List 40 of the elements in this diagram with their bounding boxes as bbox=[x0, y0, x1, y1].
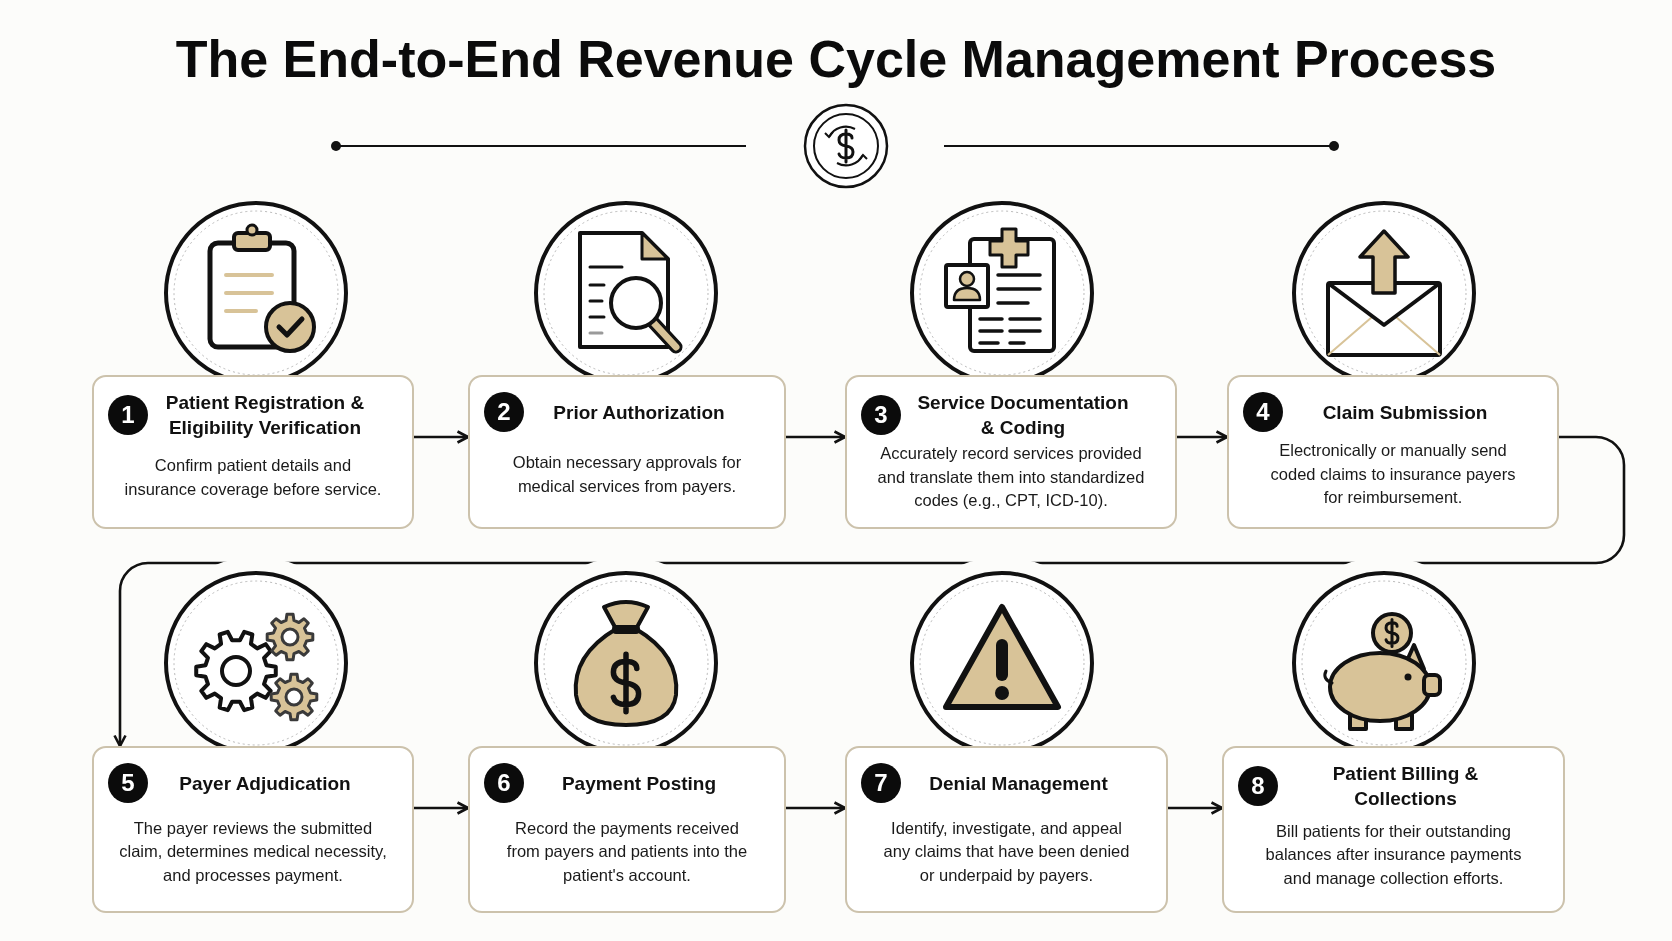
step-description: The payer reviews the submitted claim, determines medical necessity, and processes payment. bbox=[118, 817, 388, 886]
step-card bbox=[92, 375, 414, 529]
step-description: Accurately record services provided and translate them into standardized codes (e.g., CPT, ICD-10). bbox=[876, 443, 1146, 512]
step-number: 2 bbox=[484, 392, 524, 432]
step-description: Identify, investigate, and appeal any claims that have been denied or underpaid by payers. bbox=[882, 817, 1131, 886]
step-title: Patient Billing & Collections bbox=[1331, 762, 1480, 811]
arrow bbox=[414, 430, 470, 444]
step-card bbox=[845, 375, 1177, 529]
step-card bbox=[1227, 375, 1559, 529]
step-description: Bill patients for their outstanding balances after insurance payments and manage collection efforts. bbox=[1264, 820, 1523, 889]
arrow bbox=[113, 435, 1626, 748]
step-number: 8 bbox=[1238, 766, 1278, 806]
step-number: 6 bbox=[484, 763, 524, 803]
step-description: Electronically or manually send coded claims to insurance payers for reimbursement. bbox=[1269, 440, 1517, 509]
diagram-title: The End-to-End Revenue Cycle Management Process bbox=[175, 30, 1497, 90]
step-title: Payer Adjudication bbox=[178, 771, 352, 796]
arrow bbox=[786, 801, 847, 815]
step-title: Claim Submission bbox=[1321, 400, 1489, 425]
step-description: Confirm patient details and insurance coverage before service. bbox=[123, 455, 383, 500]
arrow bbox=[414, 801, 470, 815]
arrow bbox=[786, 430, 847, 444]
step-number: 1 bbox=[108, 395, 148, 435]
arrow bbox=[1177, 430, 1229, 444]
step-description: Record the payments received from payers and patients into the patient's account. bbox=[506, 817, 748, 886]
step-number: 5 bbox=[108, 763, 148, 803]
step-title: Payment Posting bbox=[560, 771, 718, 796]
step-card bbox=[845, 746, 1168, 913]
step-title: Prior Authorization bbox=[552, 400, 726, 425]
step-card bbox=[1222, 746, 1565, 913]
step-card bbox=[468, 375, 786, 529]
step-description: Obtain necessary approvals for medical services from payers. bbox=[511, 452, 743, 497]
step-card bbox=[92, 746, 414, 913]
step-number: 7 bbox=[861, 763, 901, 803]
step-number: 4 bbox=[1243, 392, 1283, 432]
step-number: 3 bbox=[861, 395, 901, 435]
step-title: Patient Registration & Eligibility Verification bbox=[164, 391, 366, 440]
step-card bbox=[468, 746, 786, 913]
step-title: Denial Management bbox=[928, 771, 1109, 796]
arrow bbox=[1168, 801, 1224, 815]
step-title: Service Documentation & Coding bbox=[916, 391, 1130, 440]
